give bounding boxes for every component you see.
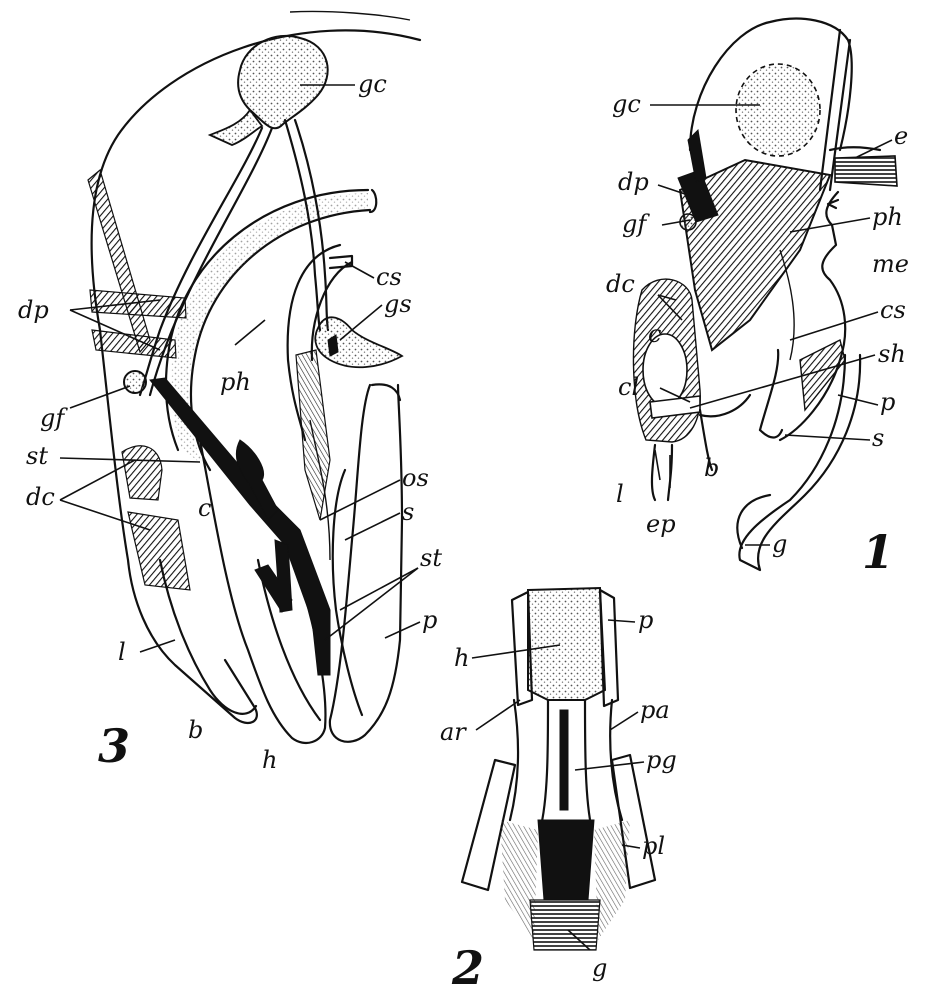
- label-g: g: [592, 954, 607, 982]
- label-os: os: [402, 464, 429, 492]
- label-dc: dc: [26, 483, 55, 511]
- label-pl: pl: [642, 832, 665, 860]
- label-p: p: [422, 606, 437, 634]
- label-gs: gs: [384, 290, 412, 318]
- label-l: l: [118, 638, 126, 666]
- label-p: p: [880, 388, 895, 416]
- figure-number-1: 1: [862, 525, 894, 579]
- label-pa: pa: [640, 696, 670, 724]
- label-sh: sh: [878, 340, 906, 368]
- label-ph: ph: [872, 203, 903, 231]
- label-c: c: [648, 320, 661, 348]
- label-pg: pg: [646, 746, 677, 774]
- label-cl: cl: [618, 373, 639, 401]
- label-dc: dc: [606, 270, 635, 298]
- label-e: e: [894, 122, 908, 150]
- label-dp: dp: [18, 296, 49, 324]
- fig1-ganglion-gc: [736, 64, 820, 156]
- fig3-ganglion-gf: [124, 371, 146, 393]
- label-ar: ar: [440, 718, 467, 746]
- label-me: me: [872, 250, 909, 278]
- label-st: st: [26, 442, 48, 470]
- label-p: p: [638, 606, 653, 634]
- label-cs: cs: [376, 263, 402, 291]
- label-h: h: [454, 644, 469, 672]
- fig2-lower-g: [538, 820, 594, 900]
- figure-1: [633, 19, 897, 570]
- label-g: g: [772, 530, 787, 558]
- label-cs: cs: [880, 296, 906, 324]
- label-s: s: [402, 498, 414, 526]
- label-dp: dp: [618, 168, 649, 196]
- label-gc: gc: [358, 70, 387, 98]
- label-ph: ph: [220, 368, 251, 396]
- figure-3: [88, 11, 420, 742]
- fig3-lobe-p: [330, 385, 402, 742]
- label-gf: gf: [622, 210, 650, 238]
- fig2-head-h: [528, 588, 605, 700]
- label-s: s: [872, 424, 884, 452]
- label-ep: ep: [646, 510, 676, 538]
- label-b: b: [188, 716, 203, 744]
- figure-2: [462, 588, 655, 950]
- label-st-right: st: [420, 544, 442, 572]
- label-b: b: [704, 454, 719, 482]
- figure-number-2: 2: [451, 941, 484, 995]
- label-gf: gf: [40, 404, 68, 432]
- label-gc: gc: [612, 90, 641, 118]
- label-h: h: [262, 746, 277, 774]
- label-l: l: [616, 480, 624, 508]
- label-c: c: [198, 494, 211, 522]
- figure-number-3: 3: [98, 719, 130, 773]
